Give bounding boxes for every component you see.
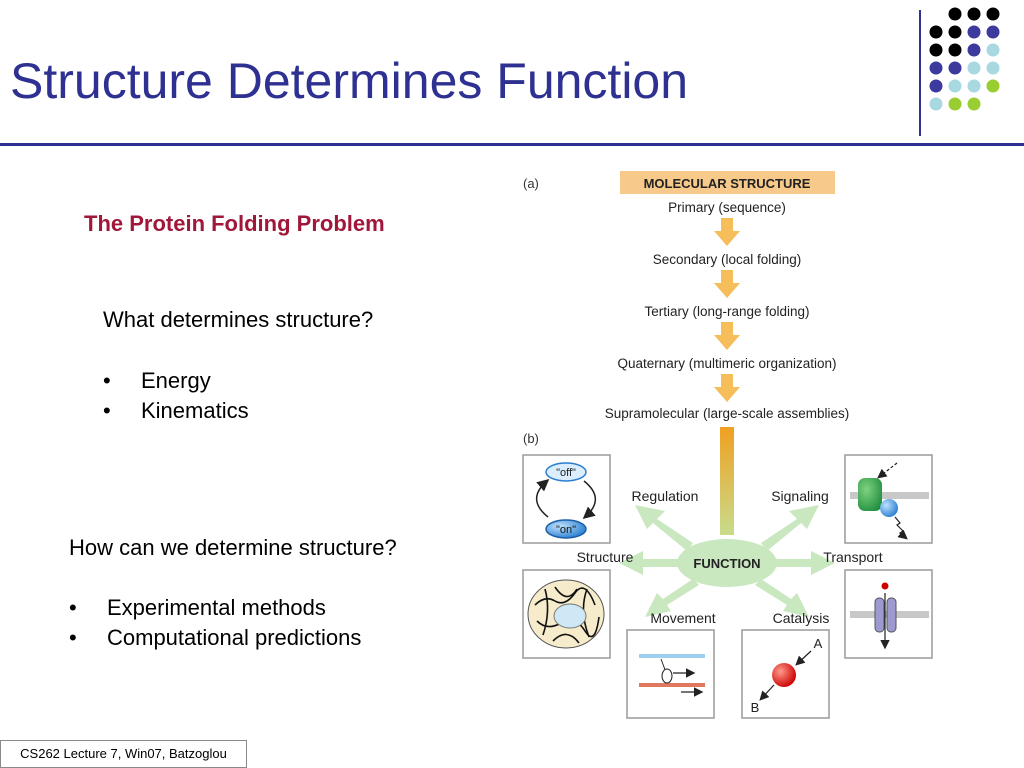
decorative-dot	[967, 25, 981, 39]
function-arrows	[619, 505, 835, 617]
bullet-kinematics: Kinematics	[141, 398, 249, 423]
level-supramolecular: Supramolecular (large-scale assemblies)	[605, 406, 850, 421]
channel-icon	[886, 597, 897, 633]
function-label: FUNCTION	[693, 556, 760, 571]
nucleus-icon	[553, 603, 587, 629]
bullet-glyph: •	[103, 398, 111, 423]
substrate-arrow-icon	[795, 650, 812, 666]
decorative-dot	[948, 61, 962, 75]
decorative-dot	[948, 79, 962, 93]
role-signaling: Signaling	[771, 488, 829, 504]
regulation-on-label: "on"	[556, 524, 576, 536]
role-structure: Structure	[577, 549, 634, 565]
decorative-dot	[967, 43, 981, 57]
bullet-glyph: •	[69, 625, 77, 650]
decorative-dot	[929, 61, 943, 75]
part-a-label: (a)	[523, 176, 539, 191]
decorative-dot	[967, 79, 981, 93]
regulation-off-label: "off"	[556, 467, 576, 479]
slide-subtitle: The Protein Folding Problem	[84, 211, 385, 236]
molecular-structure-header-box	[620, 171, 835, 194]
decorative-dot	[929, 79, 943, 93]
role-movement: Movement	[650, 610, 715, 626]
decorative-dot	[948, 7, 962, 21]
on-state-icon	[545, 519, 587, 539]
decorative-dot	[986, 79, 1000, 93]
decorative-dot	[929, 43, 943, 57]
enzyme-icon	[772, 663, 796, 687]
level-tertiary: Tertiary (long-range folding)	[644, 304, 809, 319]
signal-protein-icon	[880, 499, 898, 517]
filament-icon	[639, 683, 705, 687]
decorative-dot	[986, 61, 1000, 75]
bullet-glyph: •	[103, 368, 111, 393]
decorative-dot	[929, 25, 943, 39]
vertical-divider	[919, 10, 921, 136]
decorative-dot	[967, 7, 981, 21]
question-how-determine: How can we determine structure?	[69, 535, 397, 560]
question-what-determines: What determines structure?	[103, 307, 374, 332]
decorative-dot-grid	[929, 7, 1000, 111]
receptor-icon	[858, 478, 882, 511]
channel-icon	[874, 597, 885, 633]
protein-structure-function-figure: (a) MOLECULAR STRUCTURE Primary (sequenc…	[522, 171, 933, 719]
cycle-arrow-icon	[535, 479, 550, 518]
bullet-glyph: •	[69, 595, 77, 620]
catalysis-b-label: B	[751, 700, 760, 715]
down-arrow-icon	[714, 322, 740, 350]
level-secondary: Secondary (local folding)	[653, 252, 802, 267]
decorative-dot	[948, 43, 962, 57]
title-underline	[0, 143, 1024, 146]
decorative-dot	[967, 97, 981, 111]
off-state-icon	[545, 462, 587, 482]
bullet-computational: Computational predictions	[107, 625, 362, 650]
product-arrow-icon	[759, 684, 775, 701]
role-catalysis: Catalysis	[773, 610, 830, 626]
decorative-dot	[986, 25, 1000, 39]
filament-icon	[639, 654, 705, 658]
down-arrow-icon	[714, 270, 740, 298]
bullet-energy: Energy	[141, 368, 211, 393]
motor-head-icon	[661, 668, 673, 684]
bullet-experimental: Experimental methods	[107, 595, 326, 620]
decorative-dot	[929, 97, 943, 111]
supramolecular-to-function-arrow	[720, 427, 734, 535]
down-arrow-icon	[714, 218, 740, 246]
decorative-dot	[948, 25, 962, 39]
cycle-arrow-icon	[582, 480, 597, 519]
level-primary: Primary (sequence)	[668, 200, 786, 215]
signal-arrow-icon	[894, 516, 908, 540]
function-ellipse	[677, 539, 777, 587]
down-arrow-icon	[714, 374, 740, 402]
slide-title: Structure Determines Function	[10, 53, 689, 109]
decorative-dot	[986, 43, 1000, 57]
ion-icon	[881, 582, 889, 590]
membrane-icon	[850, 492, 929, 499]
role-transport: Transport	[823, 549, 883, 565]
molecular-structure-header: MOLECULAR STRUCTURE	[644, 176, 811, 191]
level-quaternary: Quaternary (multimeric organization)	[617, 356, 836, 371]
catalysis-a-label: A	[814, 636, 823, 651]
decorative-dot	[967, 61, 981, 75]
part-b-label: (b)	[523, 431, 539, 446]
ligand-arrow-icon	[877, 462, 898, 479]
decorative-dot	[986, 7, 1000, 21]
decorative-dot	[948, 97, 962, 111]
footer-citation: CS262 Lecture 7, Win07, Batzoglou	[0, 740, 247, 768]
role-regulation: Regulation	[632, 488, 699, 504]
